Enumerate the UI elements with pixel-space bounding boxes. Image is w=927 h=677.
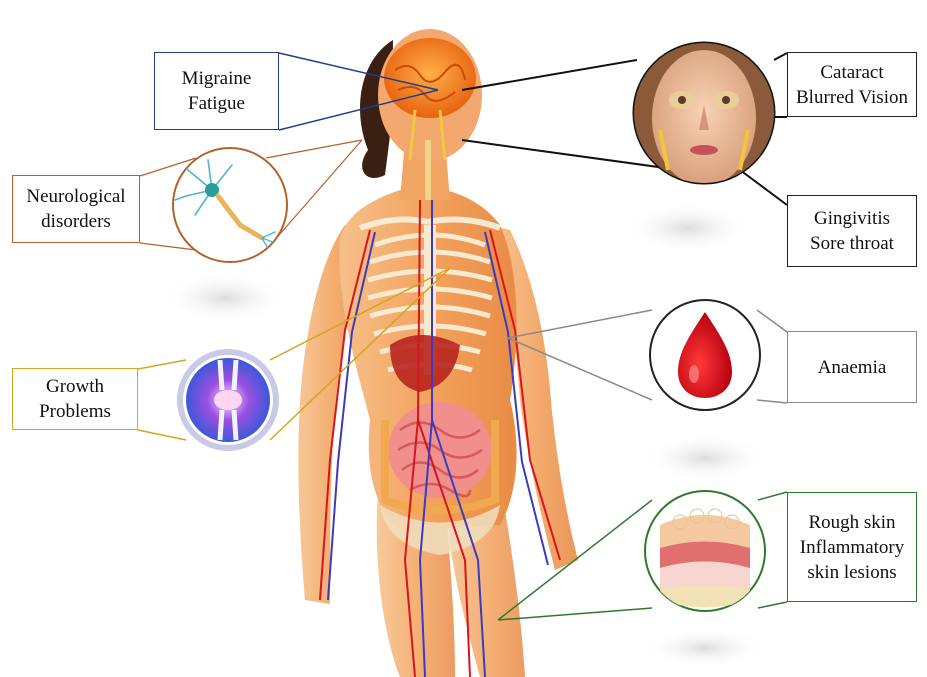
label-gingivitis-sore-throat: Gingivitis Sore throat [787, 195, 917, 267]
label-line: Migraine [182, 66, 252, 91]
label-line: Problems [39, 399, 111, 424]
shadow-blob [163, 272, 287, 324]
blood-drop-icon [650, 300, 760, 410]
label-line: Growth [46, 374, 104, 399]
label-line: Inflammatory [800, 535, 904, 560]
human-body-figure [298, 29, 578, 677]
label-anaemia: Anaemia [787, 331, 917, 403]
label-line: skin lesions [807, 560, 896, 585]
label-cataract-blurred-vision: Cataract Blurred Vision [787, 52, 917, 117]
neuron-icon [173, 148, 287, 262]
shadow-blob [626, 202, 750, 254]
label-skin-lesions: Rough skin Inflammatory skin lesions [787, 492, 917, 602]
label-line: Blurred Vision [796, 85, 908, 110]
knee-joint-icon [180, 352, 276, 448]
label-line: Neurological [26, 184, 125, 209]
label-line: disorders [41, 209, 111, 234]
label-line: Anaemia [818, 355, 887, 380]
label-neurological-disorders: Neurological disorders [12, 175, 140, 243]
label-migraine-fatigue: Migraine Fatigue [154, 52, 279, 130]
label-line: Rough skin [808, 510, 895, 535]
label-line: Sore throat [810, 231, 894, 256]
shadow-blob [643, 434, 767, 482]
skin-layer-icon [645, 491, 765, 611]
shadow-blob [643, 628, 767, 668]
label-growth-problems: Growth Problems [12, 368, 138, 430]
label-line: Fatigue [188, 91, 245, 116]
label-line: Cataract [820, 60, 883, 85]
face-icon [634, 43, 774, 186]
label-line: Gingivitis [814, 206, 890, 231]
